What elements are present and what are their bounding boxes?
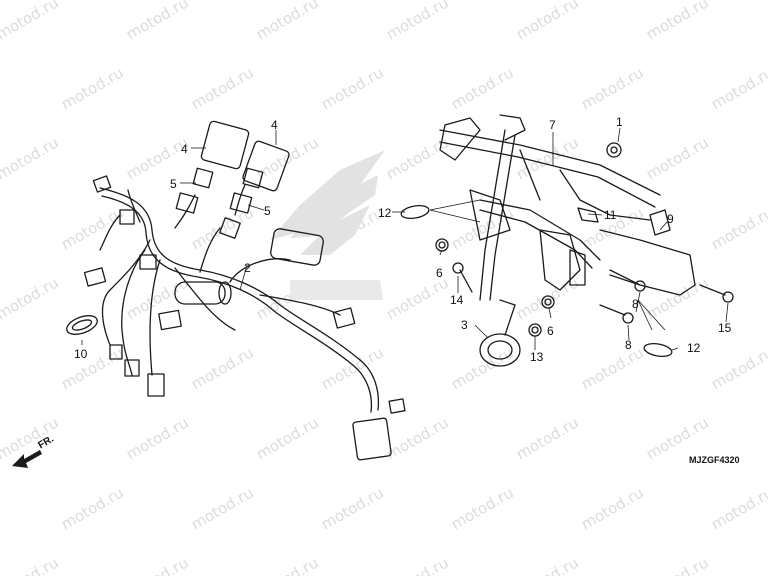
callout-8-upper: 8 bbox=[632, 297, 639, 311]
callout-7: 7 bbox=[549, 118, 556, 132]
callout-9: 9 bbox=[667, 212, 674, 226]
frame-assembly bbox=[400, 114, 734, 367]
callout-11: 11 bbox=[604, 208, 617, 222]
callout-12-left: 12 bbox=[378, 206, 392, 220]
callout-10: 10 bbox=[74, 347, 88, 361]
callout-12-right: 12 bbox=[687, 341, 701, 355]
callout-6-left: 6 bbox=[436, 266, 443, 280]
callout-14: 14 bbox=[450, 293, 464, 307]
diagram-code: MJZGF4320 bbox=[689, 455, 740, 465]
callout-4-left: 4 bbox=[181, 142, 188, 156]
callout-13: 13 bbox=[530, 350, 544, 364]
leader-lines bbox=[81, 127, 729, 351]
callout-3: 3 bbox=[461, 318, 468, 332]
callout-15: 15 bbox=[718, 321, 732, 335]
callout-4-right: 4 bbox=[271, 118, 278, 132]
callout-6-right: 6 bbox=[547, 324, 554, 338]
brand-logo bbox=[270, 150, 385, 300]
callout-8-lower: 8 bbox=[625, 338, 632, 352]
callout-5-left: 5 bbox=[170, 177, 177, 191]
front-direction-arrow-icon bbox=[12, 450, 42, 468]
callout-1: 1 bbox=[616, 115, 623, 129]
callout-2: 2 bbox=[244, 261, 251, 275]
callout-5-right: 5 bbox=[264, 204, 271, 218]
wire-harness bbox=[66, 120, 406, 461]
